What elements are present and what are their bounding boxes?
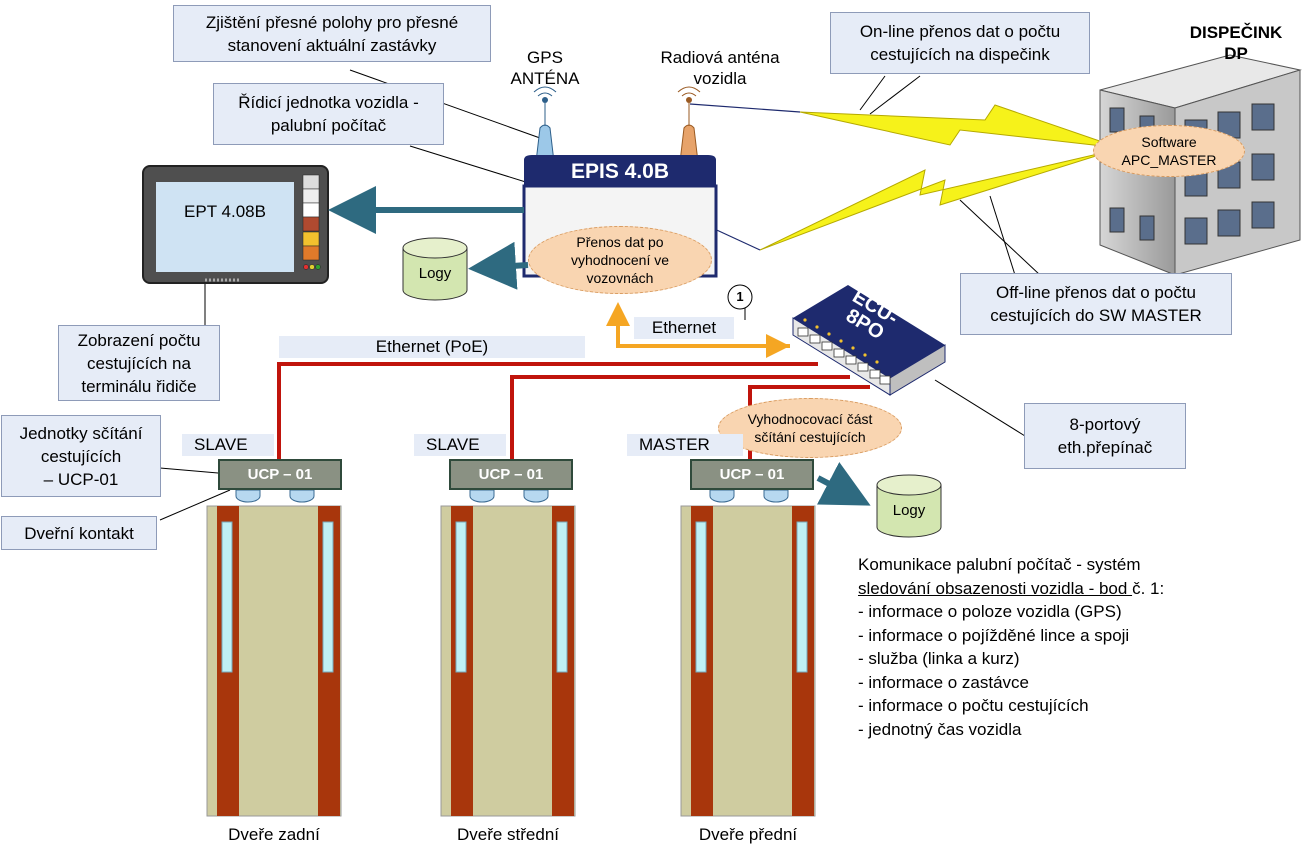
unit-role-rear-text: SLAVE (194, 435, 248, 454)
door-front (680, 505, 816, 817)
callout-driver-terminal: Zobrazení počtu cestujících na terminálu… (58, 325, 220, 401)
point-1-marker (727, 284, 753, 310)
door-rear (206, 505, 342, 817)
lightning-bolts (759, 104, 1121, 251)
unit-role-middle-text: SLAVE (426, 435, 480, 454)
callout-offline-transfer: Off-line přenos dat o počtu cestujících … (960, 273, 1232, 335)
notes-line2: sledování obsazenosti vozidla - bod č. 1… (858, 577, 1164, 601)
ethernet-poe-text: Ethernet (PoE) (375, 337, 489, 356)
epis-to-logs-arrow (468, 241, 529, 290)
notes-line1: Komunikace palubní počítač - systém (858, 555, 1141, 574)
ethernet-text: Ethernet (651, 318, 717, 337)
gps-antenna-label: GPS ANTÉNA (510, 48, 580, 88)
ucp-front-label: UCP – 01 (719, 466, 785, 483)
list-item: - informace o pojížděné lince a spoji (858, 625, 1130, 645)
door-middle-label: Dveře střední (456, 825, 560, 844)
list-item: - informace o zastávce (858, 672, 1030, 692)
logs-bottom-label: Logy (892, 502, 926, 519)
notes-list: - informace o poloze vozidla (GPS) - inf… (858, 600, 1164, 741)
gps-antenna-icon (533, 86, 557, 163)
doors (206, 505, 816, 817)
ellipse-epis-transfer: Přenos dat po vyhodnocení ve vozovnách (528, 226, 712, 294)
ept-screen: EPT 4.08B (156, 182, 294, 272)
callout-control-unit: Řídicí jednotka vozidla - palubní počíta… (213, 83, 444, 145)
point-1-label: 1 (736, 289, 744, 304)
ethernet-label: Ethernet (634, 317, 734, 339)
unit-role-middle: SLAVE (414, 434, 506, 456)
radio-antenna-label: Radiová anténa vozidla (660, 48, 780, 88)
ethernet-link (606, 302, 790, 348)
callout-gps-purpose: Zjištění přesné polohy pro přesné stanov… (173, 5, 491, 62)
unit-role-rear: SLAVE (182, 434, 274, 456)
ucp-rear-label: UCP – 01 (247, 466, 313, 483)
ucp-middle-label: UCP – 01 (478, 466, 544, 483)
notes-line2-rest: č. 1: (1132, 578, 1165, 598)
ecu-switch (792, 285, 946, 396)
ucp-unit-rear: UCP – 01 (218, 459, 342, 490)
logs-bottom-icon (876, 474, 942, 538)
door-middle (440, 505, 576, 817)
callout-door-contact: Dveřní kontakt (1, 516, 157, 550)
callout-online-transfer: On-line přenos dat o počtu cestujících n… (830, 12, 1090, 74)
ellipse-software: Software APC_MASTER (1093, 125, 1245, 177)
leader-lines (159, 69, 1041, 521)
ellipse-evaluation: Vyhodnocovací část sčítání cestujících (718, 398, 902, 458)
communication-notes: Komunikace palubní počítač - systém sled… (858, 553, 1164, 741)
master-to-logs-arrow (816, 462, 871, 506)
ethernet-poe-label: Ethernet (PoE) (279, 336, 585, 358)
callout-counting-units: Jednotky sčítání cestujících – UCP-01 (1, 415, 161, 497)
list-item: - informace o počtu cestujících (858, 696, 1089, 715)
callout-switch: 8-portový eth.přepínač (1024, 403, 1186, 469)
ept-label: EPT 4.08B (184, 202, 266, 221)
unit-role-front: MASTER (627, 434, 743, 456)
list-item: - jednotný čas vozidla (858, 719, 1022, 739)
logs-top-label: Logy (418, 265, 452, 282)
ucp-unit-middle: UCP – 01 (449, 459, 573, 490)
list-item: - informace o poloze vozidla (GPS) (858, 602, 1122, 621)
list-item: - služba (linka a kurz) (858, 649, 1020, 668)
unit-role-front-text: MASTER (639, 435, 710, 454)
door-front-label: Dveře přední (698, 825, 798, 844)
door-sensors (235, 489, 789, 503)
radio-antenna-icon (677, 86, 701, 163)
ucp-unit-front: UCP – 01 (690, 459, 814, 490)
epis-label: EPIS 4.0B (570, 160, 670, 183)
logs-top-icon (402, 237, 468, 301)
dispatch-label: DISPEČINK DP (1189, 23, 1283, 63)
door-rear-label: Dveře zadní (228, 825, 320, 844)
notes-line2-underlined: sledování obsazenosti vozidla - bod (858, 578, 1133, 598)
